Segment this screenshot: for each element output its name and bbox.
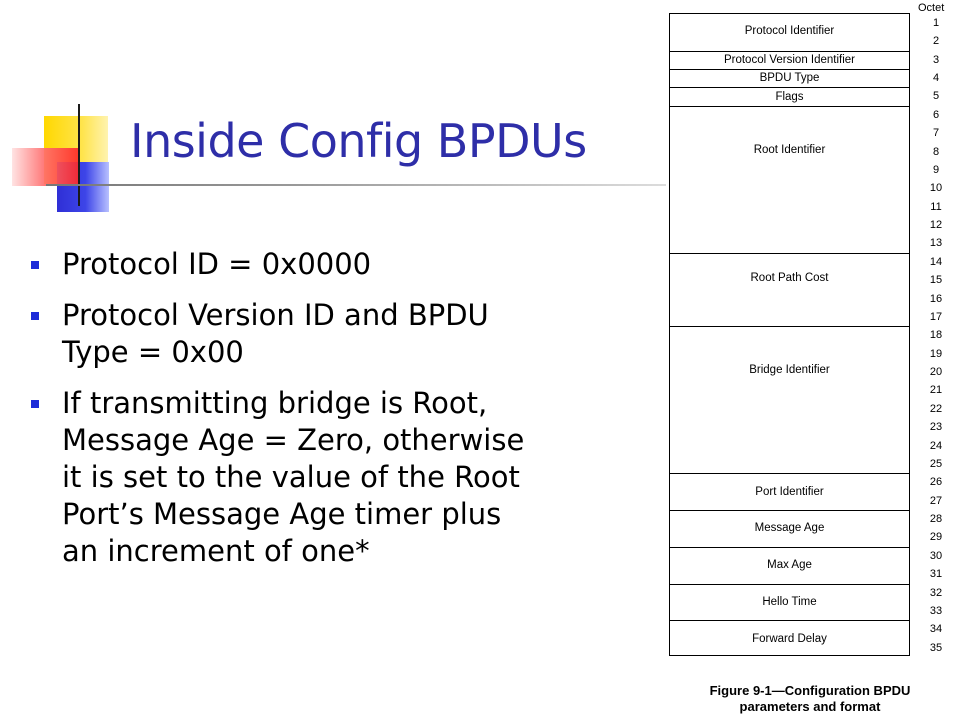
bullet-text: If transmitting bridge is Root, Message … [62,386,525,568]
octet-number: 13 [929,237,943,250]
bullet-item: If transmitting bridge is Root, Message … [28,385,648,570]
octet-number: 33 [929,604,943,617]
octet-number: 18 [929,329,943,342]
octet-number: 21 [929,384,943,397]
octet-number: 14 [929,255,943,268]
octet-number: 8 [932,145,940,158]
bpdu-field: Forward Delay [670,620,909,657]
octet-number: 3 [932,53,940,66]
bpdu-field-label: Max Age [767,559,812,572]
octet-number: 5 [932,90,940,103]
octet-number: 29 [929,531,943,544]
bpdu-field: Protocol Version Identifier [670,50,909,69]
decor-vertical-line [78,104,80,206]
octet-number: 25 [929,457,943,470]
octet-number: 28 [929,513,943,526]
octet-number: 22 [929,402,943,415]
octet-number: 24 [929,439,943,452]
octet-number: 1 [932,17,940,29]
slide-title: Inside Config BPDUs [130,114,587,168]
bpdu-field-label: Forward Delay [752,632,827,645]
octet-number: 4 [932,72,940,85]
octet-number: 16 [929,292,943,305]
octet-number: 32 [929,586,943,599]
decor-red-bar [12,148,78,186]
octet-number: 26 [929,476,943,489]
bpdu-field: Bridge Identifier [670,326,909,473]
bullet-text: Protocol ID = 0x0000 [62,247,372,281]
bpdu-field: Protocol Identifier [670,14,909,51]
bullet-marker [31,400,39,408]
bpdu-field-label: Port Identifier [755,485,824,498]
octet-number: 35 [929,641,943,654]
bpdu-field-label: Flags [775,90,804,103]
octet-number: 9 [932,163,940,176]
bpdu-field: Hello Time [670,583,909,621]
bpdu-field: Max Age [670,546,909,584]
bpdu-field: Root Identifier [670,105,909,253]
bpdu-field-label: Message Age [754,522,825,535]
octet-number: 11 [930,200,942,213]
octet-number: 19 [929,347,943,360]
bpdu-field-label: Bridge Identifier [749,364,830,377]
title-underline [46,184,666,186]
octet-number: 12 [929,219,943,232]
octet-number: 23 [929,421,943,434]
figure-caption: Figure 9-1—Configuration BPDU parameters… [709,683,911,714]
bullet-item: Protocol Version ID and BPDU Type = 0x00 [28,297,648,371]
bullet-marker [31,312,39,320]
bpdu-field: BPDU Type [670,69,909,87]
bpdu-field-label: BPDU Type [759,72,820,85]
bullet-marker [31,261,39,269]
bpdu-field: Port Identifier [670,473,909,510]
bpdu-field-label: Root Path Cost [750,272,829,285]
octet-number: 34 [929,623,943,636]
bpdu-field: Root Path Cost [670,252,909,326]
octet-number: 20 [929,366,943,379]
bpdu-field-label: Protocol Identifier [744,25,835,38]
bpdu-field-label: Protocol Version Identifier [723,53,856,66]
bullet-item: Protocol ID = 0x0000 [28,246,648,283]
bullet-list: Protocol ID = 0x0000 Protocol Version ID… [28,246,648,584]
octet-number: 2 [932,35,940,48]
octet-number: 10 [929,182,943,195]
bpdu-field: Flags [670,87,909,105]
octet-number: 6 [932,108,940,121]
octet-number: 31 [929,568,943,581]
bpdu-field-label: Root Identifier [753,143,826,156]
octet-header: Octet [918,2,945,14]
octet-number: 17 [929,310,943,323]
octet-number: 27 [929,494,943,507]
octet-number: 7 [932,127,940,140]
octet-number: 30 [929,549,943,562]
bpdu-field-label: Hello Time [762,595,817,608]
bullet-text: Protocol Version ID and BPDU Type = 0x00 [62,298,489,369]
octet-number: 15 [929,274,943,287]
bpdu-field: Message Age [670,510,909,547]
